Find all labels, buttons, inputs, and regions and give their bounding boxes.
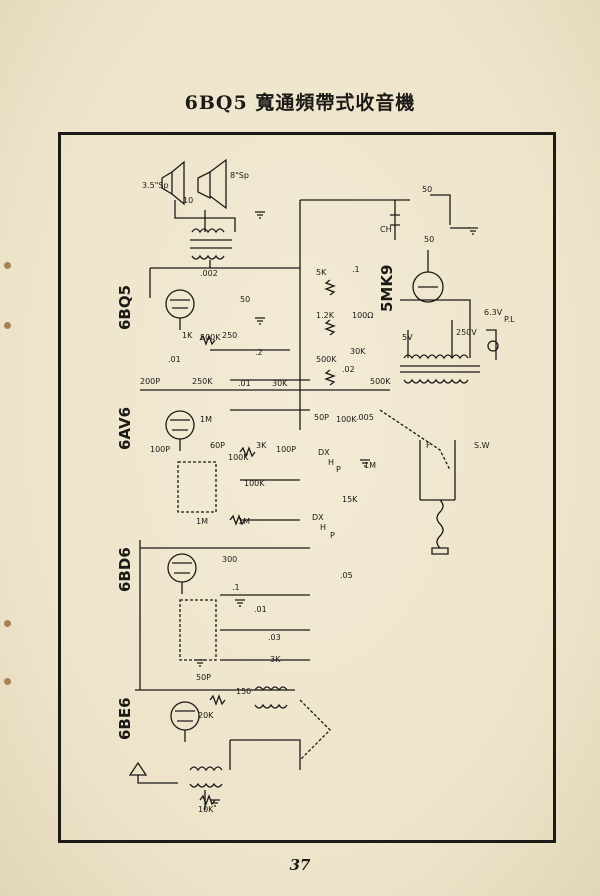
label: .1	[232, 583, 240, 592]
label: 5V	[402, 333, 413, 342]
label: 50P	[196, 673, 211, 682]
label: H	[320, 523, 326, 532]
label: 30K	[272, 379, 288, 388]
tube-6av6-symbol	[165, 410, 195, 440]
speaker-icon	[197, 158, 227, 210]
label: 100P	[150, 445, 170, 454]
label: .005	[356, 413, 374, 422]
label: DX	[318, 448, 330, 457]
label: 50P	[314, 413, 329, 422]
label: 1K	[182, 331, 193, 340]
label: 500K	[370, 377, 391, 386]
power-cord-icon	[436, 499, 444, 549]
label: 3K	[256, 441, 267, 450]
if-transformer	[177, 461, 217, 513]
label: 100Ω	[352, 311, 373, 320]
label: 8"Sp	[230, 171, 249, 180]
label: DX	[312, 513, 324, 522]
tube-6bq5-symbol	[165, 289, 195, 319]
label: 250V	[456, 328, 477, 337]
label: 1M	[238, 517, 250, 526]
label: 50	[422, 185, 432, 194]
pilot-lamp-icon	[487, 340, 499, 352]
label: .1	[352, 265, 360, 274]
label: P.L	[504, 315, 515, 324]
label: .02	[342, 365, 355, 374]
label: .01	[254, 605, 267, 614]
antenna-icon	[128, 761, 178, 784]
label: 500K	[316, 355, 337, 364]
label: 100K	[336, 415, 357, 424]
label: CH	[380, 225, 392, 234]
label: 250	[222, 331, 237, 340]
schematic-frame	[58, 132, 556, 843]
label: 1.2K	[316, 311, 335, 320]
label: 100K	[228, 453, 249, 462]
label: 200P	[140, 377, 160, 386]
label: .01	[238, 379, 251, 388]
label: 300	[222, 555, 237, 564]
label: 6.3V	[484, 308, 503, 317]
label: 10K	[198, 805, 214, 814]
label: 150	[236, 687, 251, 696]
label: 30K	[350, 347, 366, 356]
label: 1M	[196, 517, 208, 526]
page-title: 6BQ5 寬通頻帶式收音機	[184, 92, 416, 114]
label: .01	[168, 355, 181, 364]
label: .002	[200, 269, 218, 278]
label: 60P	[210, 441, 225, 450]
label: 15K	[342, 495, 358, 504]
label: P	[330, 531, 335, 540]
label: 100P	[276, 445, 296, 454]
label: 100K	[244, 479, 265, 488]
label: 3K	[270, 655, 281, 664]
label: S.W	[474, 441, 490, 450]
label: 1M	[200, 415, 212, 424]
output-transformer	[190, 228, 232, 260]
tube-6be6-symbol	[170, 701, 200, 731]
label: .05	[340, 571, 353, 580]
binding-hole	[4, 262, 11, 269]
label: 5K	[316, 268, 327, 277]
label: 50	[240, 295, 250, 304]
page-number: 37	[289, 856, 311, 874]
tube-label: 6BE6	[116, 697, 134, 740]
binding-hole	[4, 322, 11, 329]
label: 250K	[192, 377, 213, 386]
power-transformer	[400, 354, 480, 384]
tube-label: 6BD6	[116, 547, 134, 592]
label: 10	[183, 196, 193, 205]
label: 20K	[198, 711, 214, 720]
component-labels: 3.5"Sp 8"Sp 10 .002 5K .1 1.2K 100Ω 50 1…	[140, 171, 515, 814]
label: 500K	[200, 333, 221, 342]
tube-label: 5MK9	[378, 264, 396, 312]
tube-6bd6-symbol	[167, 553, 197, 583]
label: .2	[255, 348, 263, 357]
if-transformer	[179, 599, 217, 661]
label: P	[336, 465, 341, 474]
binding-hole	[4, 678, 11, 685]
tube-label: 6AV6	[116, 406, 134, 450]
binding-hole	[4, 620, 11, 627]
speaker-icon	[161, 160, 185, 206]
label: .03	[268, 633, 281, 642]
label: 1M	[364, 461, 376, 470]
tube-label: 6BQ5	[116, 284, 134, 330]
label: H	[328, 458, 334, 467]
label: 3.5"Sp	[142, 181, 169, 190]
label: F	[426, 441, 431, 450]
label: 50	[424, 235, 434, 244]
